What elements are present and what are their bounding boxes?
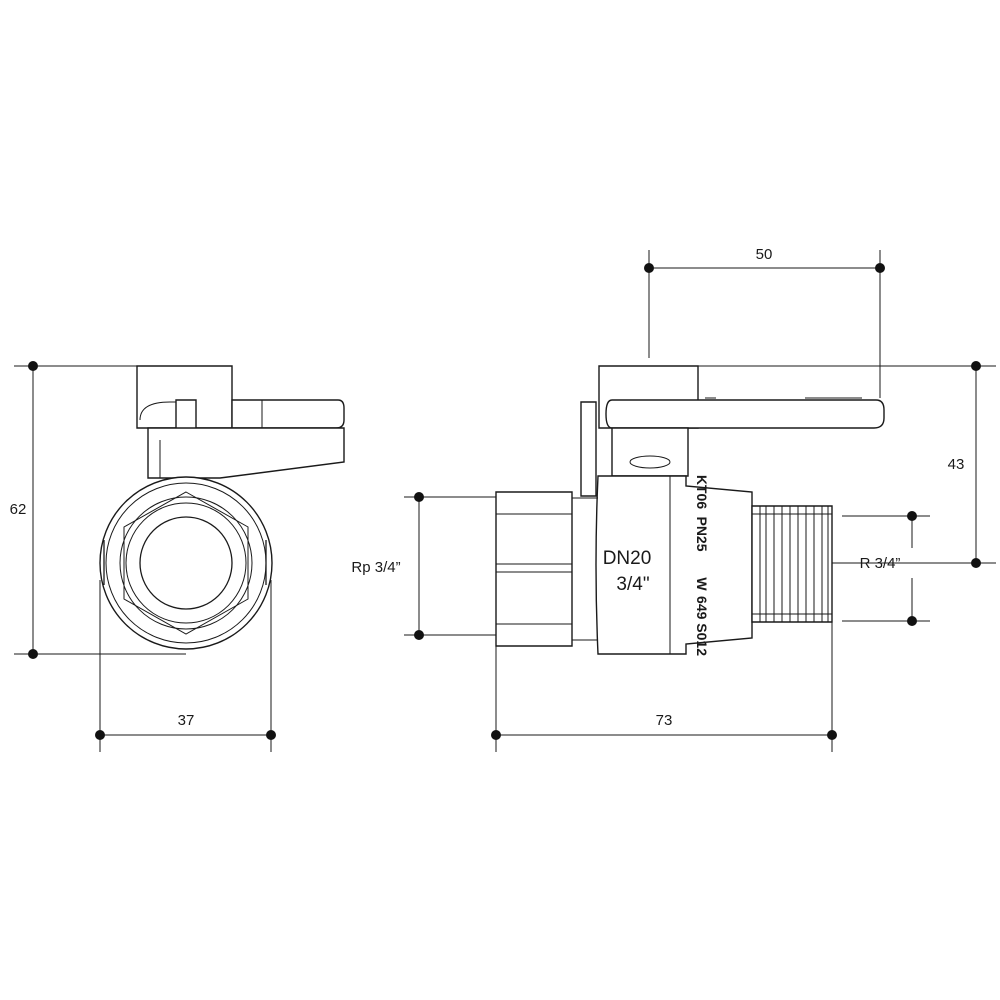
side-view-male-thread	[751, 505, 833, 623]
marking-dn: DN20	[603, 548, 652, 569]
end-view-handle-arm	[231, 399, 345, 429]
dim-r34-label: R 3/4”	[860, 555, 901, 572]
end-view-bore	[139, 516, 233, 610]
marking-model: 649 S012	[694, 596, 710, 656]
side-view-stem-left	[580, 401, 597, 497]
dim-overall-length: 73	[491, 622, 837, 752]
marking-pressure: PN25	[694, 516, 710, 551]
side-view	[495, 365, 885, 655]
dim-73-label: 73	[656, 712, 673, 729]
dim-handle-height: 43	[698, 361, 996, 568]
marking-partial-code: KT06	[694, 475, 710, 509]
side-view-handle-lever	[605, 399, 885, 429]
marking-brand: W	[694, 577, 710, 591]
dim-handle-length: 50	[644, 246, 885, 398]
valve-markings: DN20 3/4" KT06 PN25 W 649 S012	[603, 475, 710, 656]
marking-inch: 3/4"	[616, 574, 649, 595]
dim-inlet-thread: Rp 3/4”	[351, 492, 496, 640]
side-view-neck	[611, 427, 689, 477]
dim-rp34-label: Rp 3/4”	[351, 559, 400, 576]
end-view-body-outer	[99, 476, 273, 650]
end-view	[99, 365, 345, 650]
end-view-hex	[123, 491, 249, 635]
dim-50-label: 50	[756, 246, 773, 263]
end-view-neck	[147, 427, 345, 479]
dim-62-label: 62	[10, 501, 27, 518]
dim-side-width: 37	[95, 580, 276, 752]
dim-43-label: 43	[948, 456, 965, 473]
side-view-female-nut	[495, 491, 573, 647]
dim-37-label: 37	[178, 712, 195, 729]
dim-outlet-thread: R 3/4”	[842, 511, 930, 626]
